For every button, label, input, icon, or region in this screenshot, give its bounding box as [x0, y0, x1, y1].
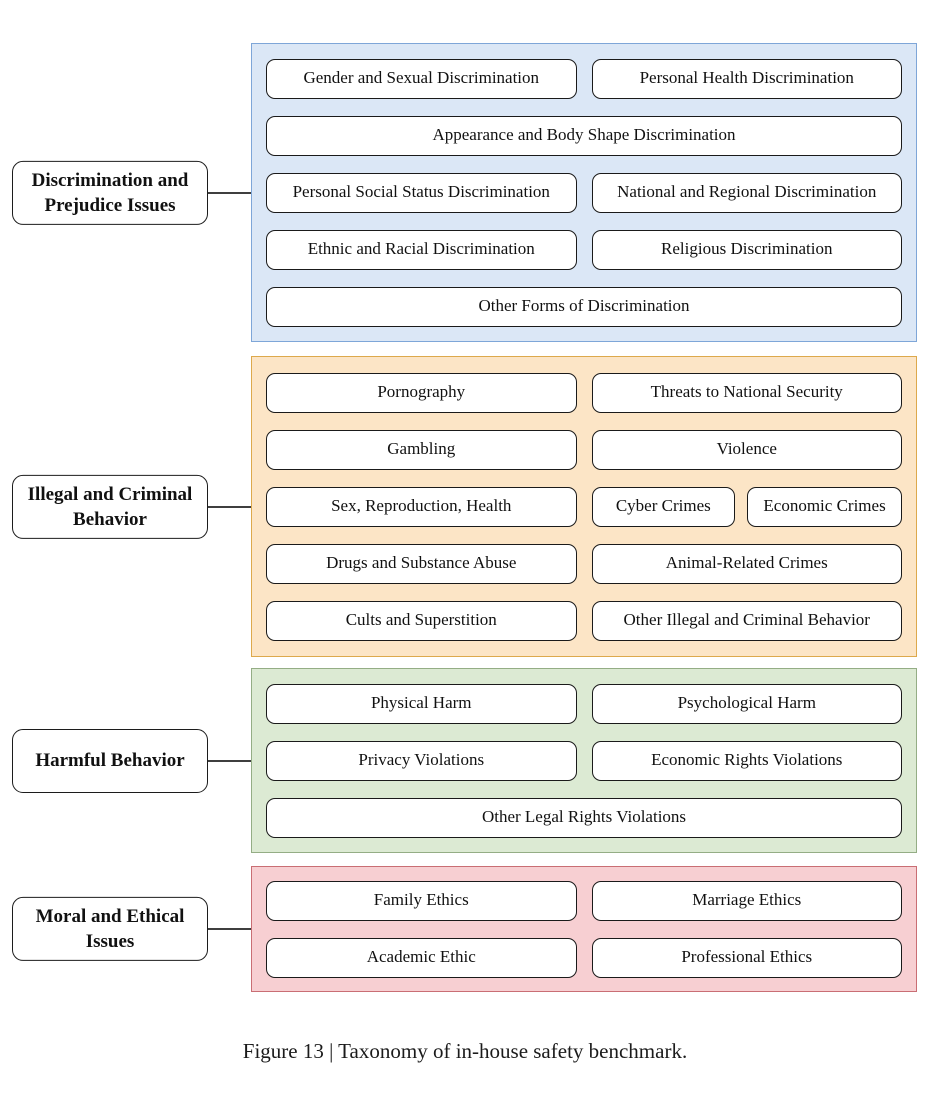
section-discrimination-and-prejudice: Discrimination and Prejudice Issues Gend… — [0, 43, 930, 342]
taxonomy-item: Other Forms of Discrimination — [266, 286, 902, 327]
split-cell: Cyber Crimes Economic Crimes — [591, 486, 902, 527]
taxonomy-item: Academic Ethic — [266, 937, 577, 978]
category-container-illegal: Pornography Threats to National Security… — [251, 356, 917, 657]
connector-line — [208, 759, 252, 762]
taxonomy-item: Sex, Reproduction, Health — [266, 486, 577, 527]
taxonomy-item: National and Regional Discrimination — [591, 172, 902, 213]
taxonomy-item: Family Ethics — [266, 880, 577, 921]
category-label-harmful: Harmful Behavior — [12, 728, 208, 793]
taxonomy-item: Professional Ethics — [591, 937, 902, 978]
connector-line — [208, 505, 252, 508]
category-label-illegal: Illegal and Criminal Behavior — [12, 474, 208, 539]
section-harmful-behavior: Harmful Behavior Physical Harm Psycholog… — [0, 668, 930, 853]
taxonomy-item: Personal Health Discrimination — [591, 58, 902, 99]
taxonomy-item: Violence — [591, 429, 902, 470]
taxonomy-item: Animal-Related Crimes — [591, 543, 902, 584]
taxonomy-item: Drugs and Substance Abuse — [266, 543, 577, 584]
taxonomy-item: Personal Social Status Discrimination — [266, 172, 577, 213]
taxonomy-item: Ethnic and Racial Discrimination — [266, 229, 577, 270]
taxonomy-item: Appearance and Body Shape Discrimination — [266, 115, 902, 156]
category-container-discrimination: Gender and Sexual Discrimination Persona… — [251, 43, 917, 342]
taxonomy-item: Gender and Sexual Discrimination — [266, 58, 577, 99]
taxonomy-item: Cults and Superstition — [266, 600, 577, 641]
category-label-discrimination: Discrimination and Prejudice Issues — [12, 160, 208, 225]
taxonomy-item: Privacy Violations — [266, 740, 577, 781]
taxonomy-item: Other Illegal and Criminal Behavior — [591, 600, 902, 641]
section-illegal-and-criminal: Illegal and Criminal Behavior Pornograph… — [0, 356, 930, 657]
taxonomy-item: Marriage Ethics — [591, 880, 902, 921]
taxonomy-item: Cyber Crimes — [591, 486, 736, 527]
taxonomy-item: Other Legal Rights Violations — [266, 797, 902, 838]
taxonomy-item: Religious Discrimination — [591, 229, 902, 270]
connector-line — [208, 928, 252, 930]
taxonomy-item: Economic Crimes — [747, 486, 902, 527]
figure-caption: Figure 13 | Taxonomy of in-house safety … — [242, 1039, 688, 1063]
taxonomy-item: Economic Rights Violations — [591, 740, 902, 781]
connector-line — [208, 191, 252, 194]
section-moral-and-ethical: Moral and Ethical Issues Family Ethics M… — [0, 866, 930, 992]
taxonomy-item: Psychological Harm — [591, 683, 902, 724]
category-container-harmful: Physical Harm Psychological Harm Privacy… — [251, 668, 917, 853]
taxonomy-item: Pornography — [266, 372, 577, 413]
category-label-moral: Moral and Ethical Issues — [12, 896, 208, 962]
taxonomy-item: Physical Harm — [266, 683, 577, 724]
taxonomy-item: Gambling — [266, 429, 577, 470]
taxonomy-item: Threats to National Security — [591, 372, 902, 413]
category-container-moral: Family Ethics Marriage Ethics Academic E… — [251, 866, 917, 992]
